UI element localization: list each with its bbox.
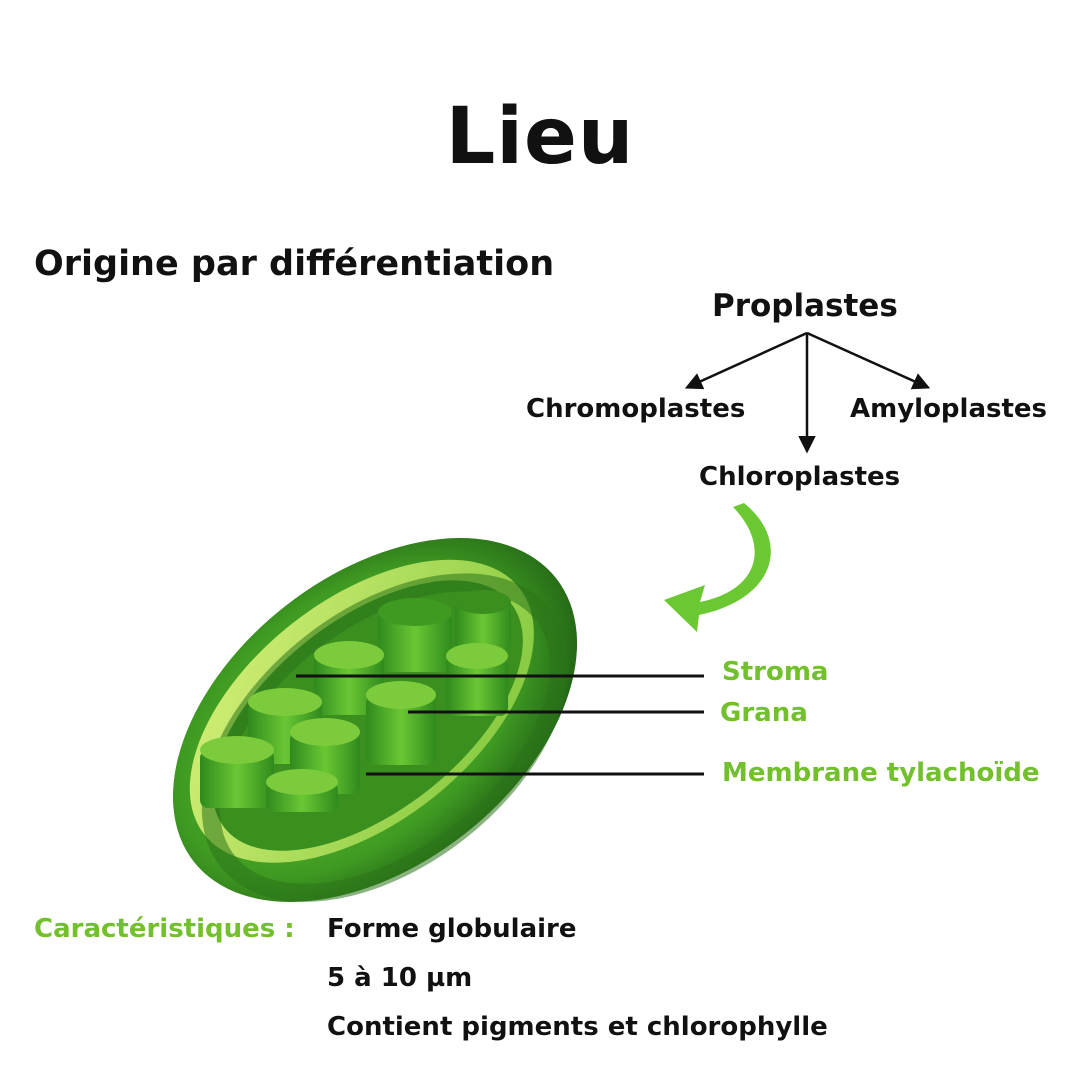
label-stroma: Stroma xyxy=(722,657,829,687)
arrow-to-chromoplastes xyxy=(684,331,808,390)
granum-stack xyxy=(455,590,511,652)
granum-stack xyxy=(314,641,384,715)
tree-root-proplastes: Proplastes xyxy=(712,288,898,324)
granum-stack xyxy=(266,769,338,812)
granum-stack xyxy=(366,681,436,765)
caracteristique-item: Forme globulaire xyxy=(327,914,577,944)
tree-node-chromoplastes: Chromoplastes xyxy=(526,394,746,424)
granum-stack xyxy=(446,643,508,716)
caracteristiques-label: Caractéristiques : xyxy=(34,914,295,944)
tree-arrows xyxy=(684,331,931,454)
granum-stack xyxy=(200,736,274,808)
curved-green-arrow-icon xyxy=(664,503,771,632)
tree-node-chloroplastes: Chloroplastes xyxy=(699,462,901,492)
grana-stacks xyxy=(200,590,511,812)
tree-node-amyloplastes: Amyloplastes xyxy=(850,394,1048,424)
label-membrane-tylachoide: Membrane tylachoïde xyxy=(722,758,1040,788)
granum-stack xyxy=(378,598,452,672)
section-heading: Origine par différentiation xyxy=(34,244,555,284)
caracteristique-item: 5 à 10 µm xyxy=(327,963,473,993)
page-title: Lieu xyxy=(445,92,635,182)
caracteristique-item: Contient pigments et chlorophylle xyxy=(327,1012,828,1042)
label-grana: Grana xyxy=(720,698,808,728)
arrow-to-amyloplastes xyxy=(806,331,931,390)
